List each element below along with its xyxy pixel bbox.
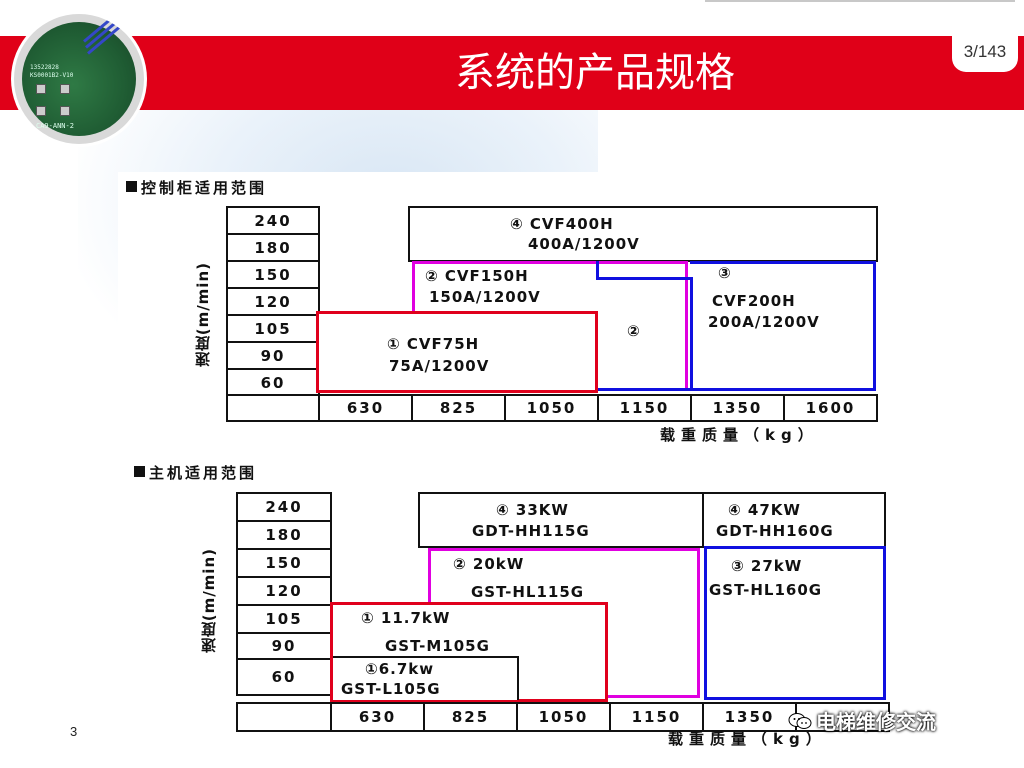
motor-speed-cell: 120 — [236, 576, 332, 606]
cvf75-model: ① CVF75H — [387, 335, 480, 353]
pcb-board-icon: 13522828 KS0001B2-V10 CA9-ANN-2 — [22, 14, 136, 136]
hl115-power: ② 20kW — [453, 555, 525, 573]
controller-speed-cell: 60 — [226, 368, 320, 397]
controller-load-cell: 825 — [411, 394, 506, 422]
controller-heading-text: 控制柜适用范围 — [141, 179, 268, 197]
controller-load-cell: 1350 — [690, 394, 785, 422]
l105-power: ①6.7kw — [365, 660, 435, 678]
controller-x-axis-label: 载重质量（kg） — [660, 426, 819, 444]
controller-load-cell: 1600 — [783, 394, 878, 422]
motor-load-cell: 630 — [330, 702, 425, 732]
m105-power: ① 11.7kW — [361, 609, 451, 627]
controller-corner-cell — [226, 394, 320, 422]
cvf400-rating: 400A/1200V — [528, 235, 640, 253]
cvf150-model: ② CVF150H — [425, 267, 529, 285]
controller-load-cell: 630 — [318, 394, 413, 422]
hh160-block: ④ 47KW GDT-HH160G — [702, 492, 886, 548]
motor-y-axis-label: 速度(m/min) — [200, 548, 218, 654]
board-label: 13522828 — [30, 64, 59, 71]
controller-speed-cell: 90 — [226, 341, 320, 370]
controller-heading: 控制柜适用范围 — [126, 177, 267, 198]
hh160-power: ④ 47KW — [728, 501, 801, 519]
cvf75-block: ① CVF75H 75A/1200V — [316, 311, 598, 393]
motor-load-cell — [795, 702, 890, 732]
logo-circle-pcb-image: 13522828 KS0001B2-V10 CA9-ANN-2 — [14, 14, 144, 144]
controller-speed-cell: 240 — [226, 206, 320, 235]
motor-x-axis-label: 载重质量（kg） — [668, 730, 827, 748]
hh160-model: GDT-HH160G — [716, 522, 834, 540]
hl160-model: GST-HL160G — [709, 581, 823, 599]
motor-speed-cell: 240 — [236, 492, 332, 522]
wechat-icon — [788, 712, 812, 729]
cvf200-circle-mark: ③ — [718, 264, 732, 282]
slide-title: 系统的产品规格 — [455, 50, 735, 96]
cvf200-model: CVF200H — [712, 292, 796, 310]
motor-load-cell: 1150 — [609, 702, 704, 732]
title-bar — [0, 36, 1024, 110]
hl160-power: ③ 27kW — [731, 557, 803, 575]
button-icon — [60, 84, 70, 94]
hh115-power: ④ 33KW — [496, 501, 569, 519]
cvf200-step-edge — [596, 261, 599, 279]
controller-speed-cell: 150 — [226, 260, 320, 289]
cvf200-left-edge — [690, 277, 693, 391]
motor-load-cell: 825 — [423, 702, 518, 732]
controller-speed-cell: 105 — [226, 314, 320, 343]
controller-load-cell: 1150 — [597, 394, 692, 422]
cvf200-rating: 200A/1200V — [708, 313, 820, 331]
motor-heading-text: 主机适用范围 — [149, 464, 258, 482]
hh115-model: GDT-HH115G — [472, 522, 590, 540]
cvf400-block: ④ CVF400H 400A/1200V — [408, 206, 878, 262]
button-icon — [36, 106, 46, 116]
motor-heading: 主机适用范围 — [134, 462, 257, 483]
cvf200-top-edge — [690, 261, 876, 264]
controller-load-cell: 1050 — [504, 394, 599, 422]
controller-y-axis-label: 速度(m/min) — [194, 262, 212, 368]
motor-speed-cell: 105 — [236, 604, 332, 634]
watermark-text: 电梯维修交流 — [816, 710, 936, 734]
cvf200-block: ③ CVF200H 200A/1200V — [596, 261, 876, 391]
cvf400-model: ④ CVF400H — [510, 215, 614, 233]
button-icon — [36, 84, 46, 94]
l105-model: GST-L105G — [341, 680, 441, 698]
motor-load-cell: 1050 — [516, 702, 611, 732]
page-indicator: 3/143 — [952, 36, 1018, 72]
hl115-model: GST-HL115G — [471, 583, 585, 601]
cvf150-circle-mark: ② — [627, 322, 641, 340]
watermark: 电梯维修交流 — [788, 706, 936, 735]
hl160-block: ③ 27kW GST-HL160G — [704, 546, 886, 700]
board-label: CA9-ANN-2 — [36, 122, 74, 130]
m105-model: GST-M105G — [385, 637, 490, 655]
controller-speed-cell: 120 — [226, 287, 320, 316]
cvf75-rating: 75A/1200V — [389, 357, 490, 375]
motor-speed-cell: 90 — [236, 632, 332, 660]
controller-speed-cell: 180 — [226, 233, 320, 262]
board-label: KS0001B2-V10 — [30, 72, 74, 79]
motor-load-cell: 1350 — [702, 702, 797, 732]
hh115-block: ④ 33KW GDT-HH115G — [418, 492, 704, 548]
cvf150-rating: 150A/1200V — [429, 288, 541, 306]
cvf200-step-edge — [596, 277, 692, 280]
button-icon — [60, 106, 70, 116]
top-divider — [705, 0, 1015, 2]
l105-block: ①6.7kw GST-L105G — [333, 656, 519, 700]
footer-page-number: 3 — [70, 724, 78, 739]
motor-speed-cell: 150 — [236, 548, 332, 578]
motor-speed-cell: 180 — [236, 520, 332, 550]
motor-corner-cell — [236, 702, 332, 732]
motor-speed-cell: 60 — [236, 658, 332, 696]
title-region — [0, 0, 1024, 120]
